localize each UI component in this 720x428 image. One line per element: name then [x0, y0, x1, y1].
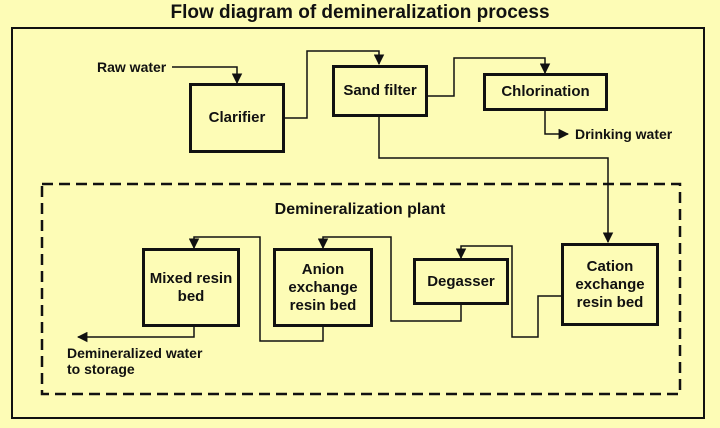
- arrow-sandfilter-to-cation: [378, 116, 614, 244]
- arrow-raw-to-clarifier: [172, 66, 243, 85]
- arrow-chlorination-to-drinking: [544, 110, 570, 140]
- degasser-node[interactable]: Degasser: [413, 258, 509, 305]
- cation-exchange-node[interactable]: Cation exchange resin bed: [561, 243, 659, 326]
- arrow-anion-to-mixedbed: [188, 236, 324, 342]
- diagram-title: Flow diagram of demineralization process: [170, 2, 550, 23]
- arrow-clarifier-to-sandfilter: [284, 50, 385, 119]
- drinking-water-label: Drinking water: [575, 126, 673, 142]
- arrow-mixedbed-to-storage: [76, 326, 195, 343]
- demineralized-water-label: Demineralized water to storage: [67, 345, 203, 377]
- anion-exchange-node[interactable]: Anion exchange resin bed: [273, 248, 373, 327]
- arrow-sandfilter-to-chlorination: [427, 57, 551, 97]
- chlorination-node[interactable]: Chlorination: [483, 73, 608, 111]
- raw-water-label: Raw water: [97, 59, 167, 75]
- plant-boundary: [40, 182, 682, 396]
- arrow-degasser-to-anion: [317, 236, 462, 322]
- outer-frame: [11, 27, 705, 419]
- plant-title: Demineralization plant: [274, 201, 446, 218]
- clarifier-node[interactable]: Clarifier: [189, 83, 285, 153]
- sand-filter-node[interactable]: Sand filter: [332, 65, 428, 117]
- arrow-cation-to-degasser: [455, 245, 561, 338]
- mixed-resin-bed-node[interactable]: Mixed resin bed: [142, 248, 240, 327]
